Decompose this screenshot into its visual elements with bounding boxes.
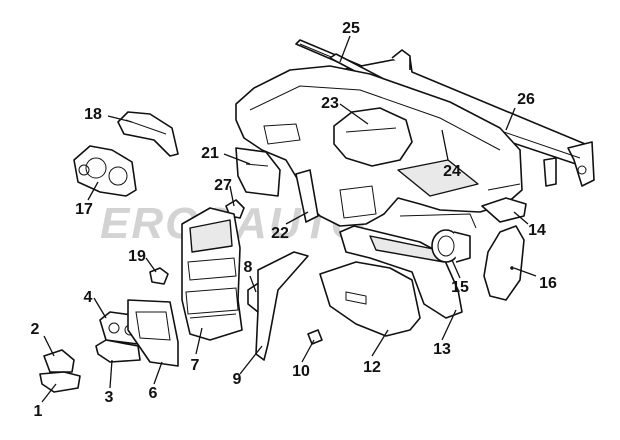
callout-3: 3 [105, 389, 114, 406]
callout-8: 8 [244, 259, 253, 276]
callout-12: 12 [363, 359, 381, 376]
callout-24: 24 [443, 163, 461, 180]
part-22-bracket [295, 169, 319, 223]
callout-14: 14 [528, 222, 546, 239]
part-1-switch-base [39, 371, 81, 393]
callout-25: 25 [342, 20, 360, 37]
part-19-switch [149, 267, 169, 285]
part-9-pillar-trim [255, 251, 309, 361]
callout-13: 13 [433, 341, 451, 358]
callout-26: 26 [517, 91, 535, 108]
callout-16: 16 [539, 275, 557, 292]
callout-23: 23 [321, 95, 339, 112]
part-3-tray [95, 339, 141, 363]
callout-1: 1 [34, 403, 43, 420]
callout-labels: 25 26 23 24 18 21 17 27 22 14 19 8 15 16… [31, 20, 557, 420]
part-15-round-vent [431, 229, 471, 263]
callout-10: 10 [292, 363, 310, 380]
callout-4: 4 [84, 289, 93, 306]
callout-22: 22 [271, 225, 289, 242]
leader-lines [41, 35, 537, 403]
callout-19: 19 [128, 248, 146, 265]
part-7-center-stack [181, 207, 243, 341]
part-18-cluster-hood [117, 111, 179, 157]
callout-27: 27 [214, 177, 232, 194]
part-6-bezel-frame [127, 299, 179, 367]
callout-18: 18 [84, 106, 102, 123]
callout-21: 21 [201, 145, 219, 162]
callout-9: 9 [233, 371, 242, 388]
part-23-airbag-cover [333, 107, 413, 167]
callout-7: 7 [191, 357, 200, 374]
part-12-glovebox [319, 261, 421, 337]
callout-17: 17 [75, 201, 93, 218]
callout-15: 15 [451, 279, 469, 296]
part-14-bracket [481, 197, 527, 223]
callout-6: 6 [149, 385, 158, 402]
part-10-clip [307, 329, 323, 345]
callout-2: 2 [31, 321, 40, 338]
part-17-instrument-cluster [73, 145, 137, 197]
part-16-end-cap [483, 225, 525, 301]
part-2-switch [43, 349, 75, 373]
